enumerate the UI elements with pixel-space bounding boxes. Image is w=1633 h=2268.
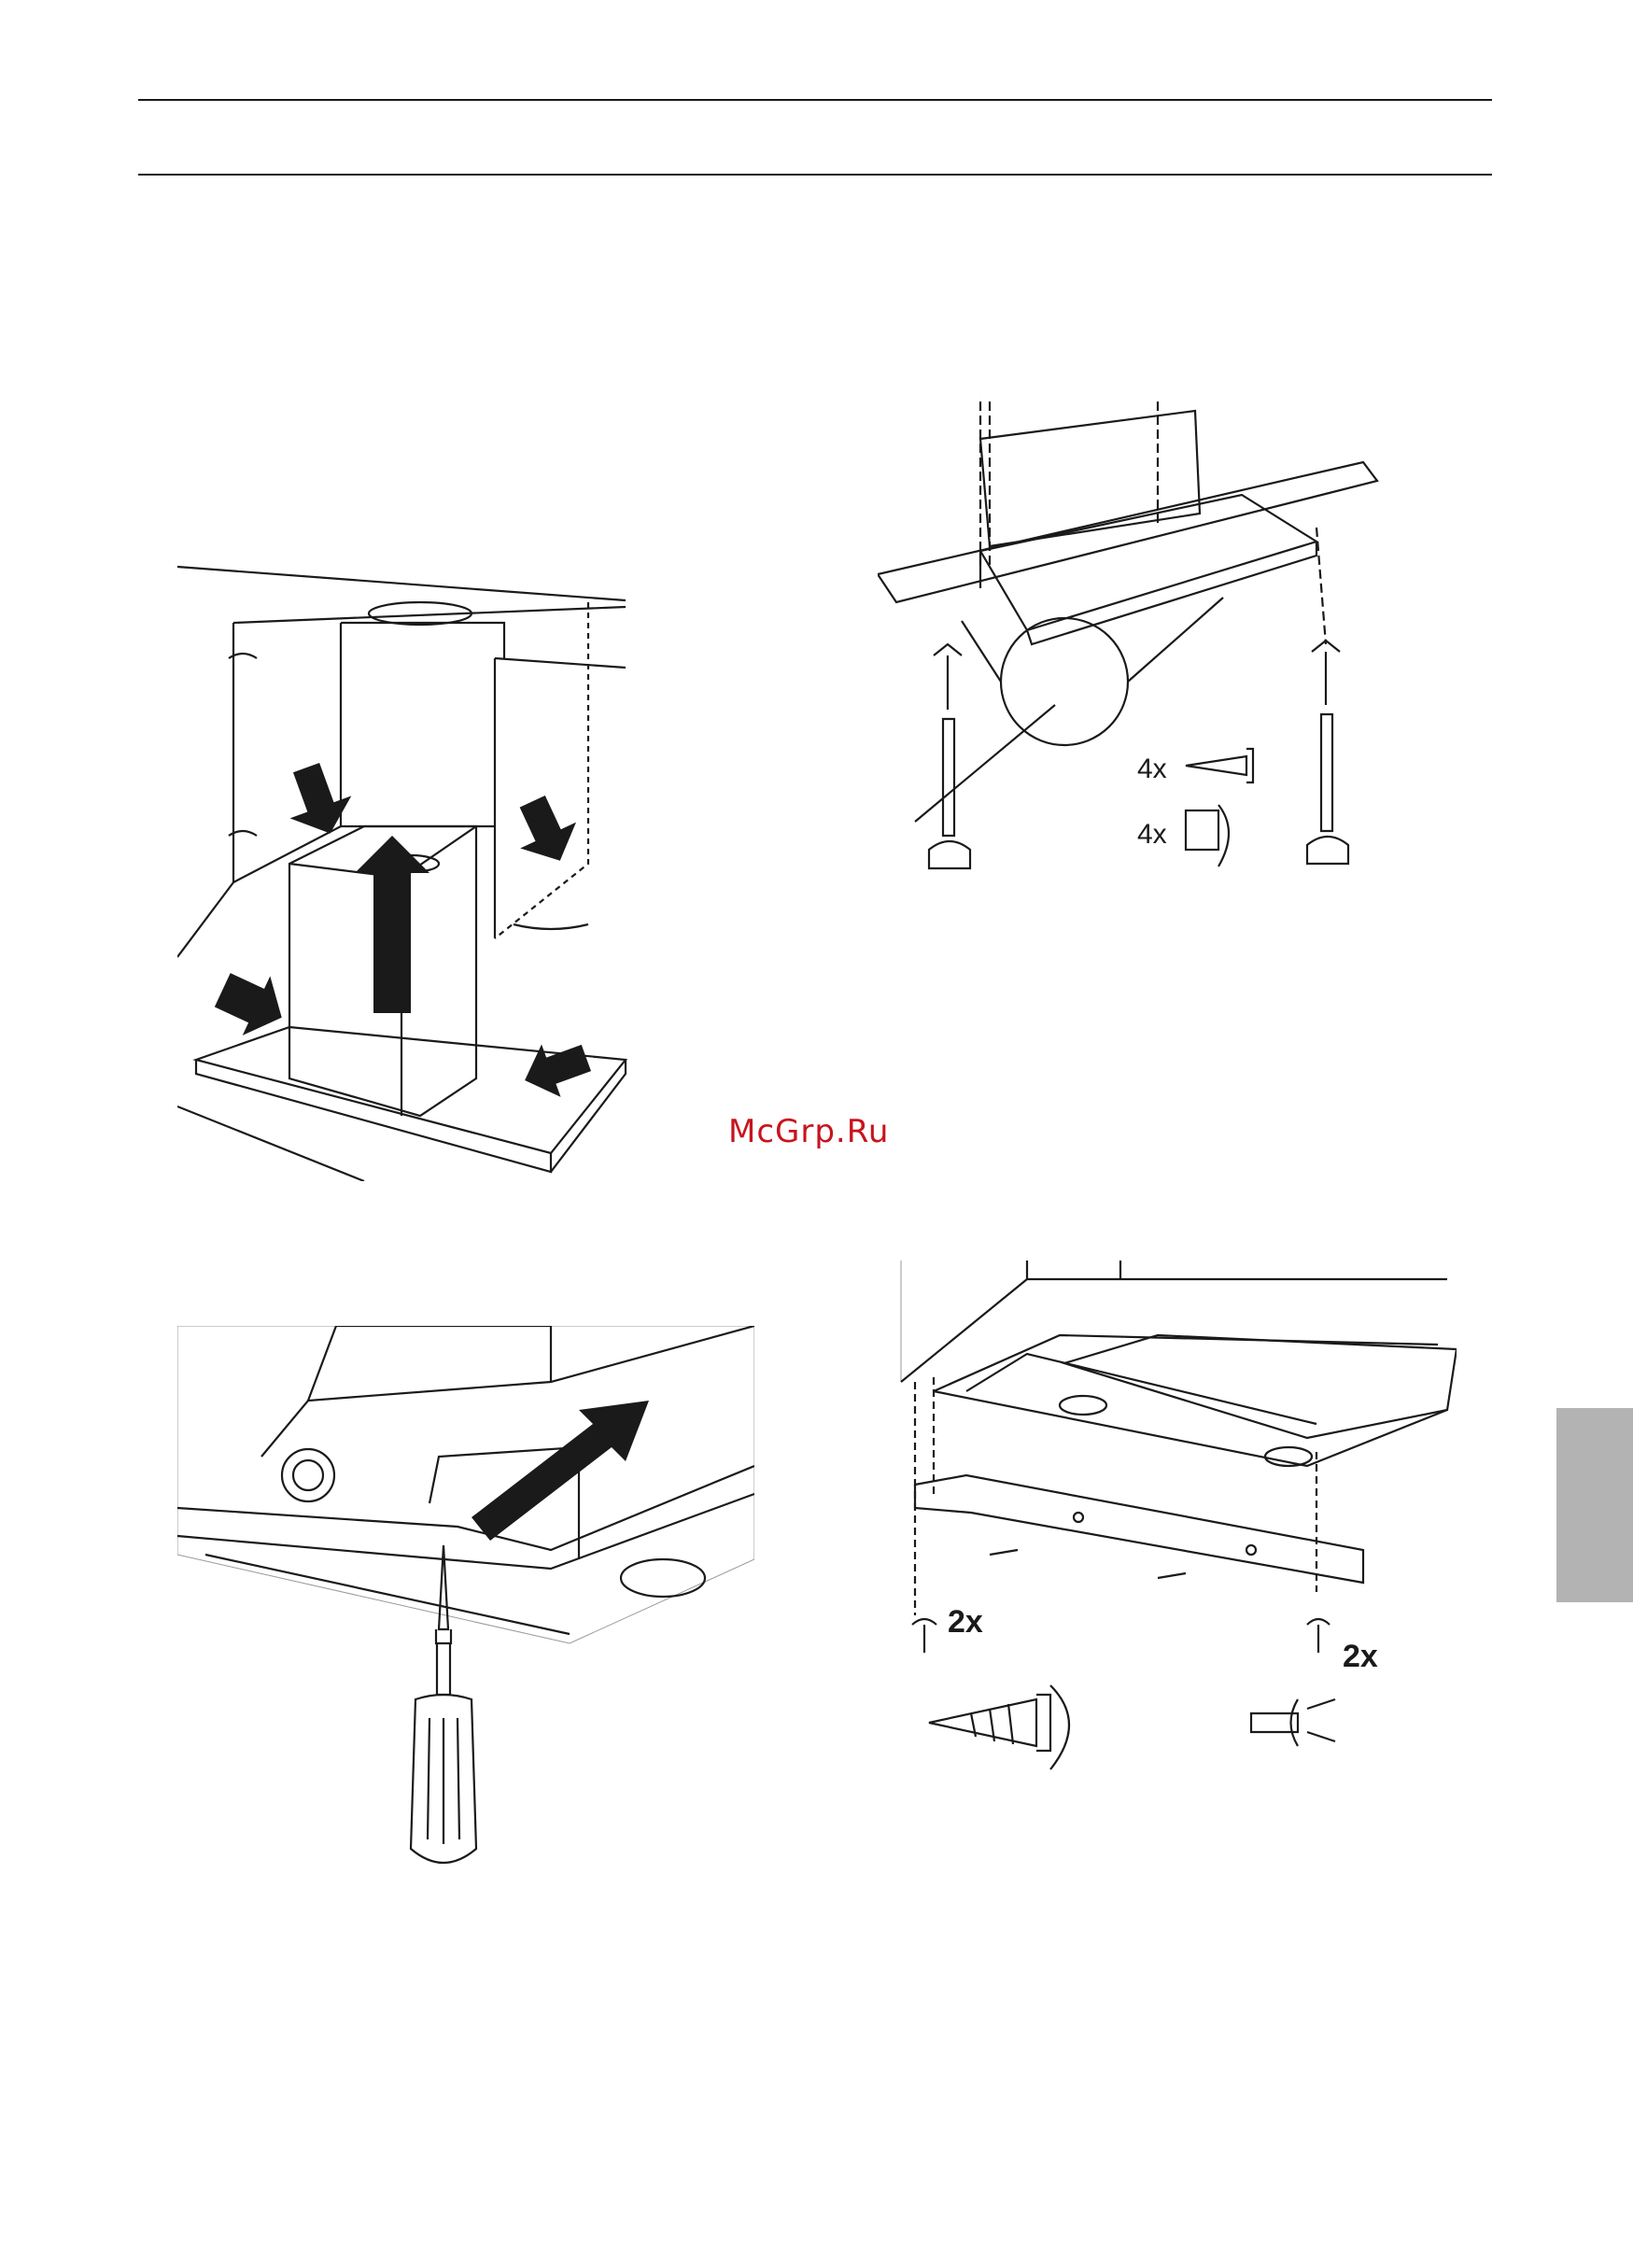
chapter-tab-marker bbox=[1556, 1408, 1633, 1602]
arrow-right-icon bbox=[208, 960, 295, 1047]
fixing-screws-drawing: 4x 4x bbox=[878, 401, 1391, 878]
top-rule bbox=[138, 99, 1492, 101]
arrow-down-icon bbox=[275, 756, 360, 844]
second-rule bbox=[138, 174, 1492, 176]
figure-trim-strip: 2x 2x bbox=[896, 1261, 1457, 1783]
figure-cabinet-insert bbox=[177, 556, 635, 1181]
rivet-quantity-label: 2x bbox=[1343, 1639, 1378, 1674]
screwdriver-drawing bbox=[177, 1326, 754, 1895]
arrow-left-icon bbox=[515, 1032, 596, 1106]
figure-screwdriver bbox=[177, 1326, 754, 1895]
arrow-down-icon bbox=[504, 788, 587, 873]
screw-quantity-label: 4x bbox=[1137, 754, 1167, 784]
arrow-up-icon bbox=[355, 836, 429, 1013]
watermark-text: McGrp.Ru bbox=[728, 1113, 889, 1150]
screw-quantity-label: 2x bbox=[948, 1604, 983, 1640]
figure-fixing-screws: 4x 4x bbox=[878, 401, 1391, 878]
cabinet-insert-drawing bbox=[177, 556, 635, 1181]
trim-strip-drawing: 2x 2x bbox=[896, 1261, 1457, 1783]
cap-quantity-label: 4x bbox=[1137, 819, 1167, 850]
